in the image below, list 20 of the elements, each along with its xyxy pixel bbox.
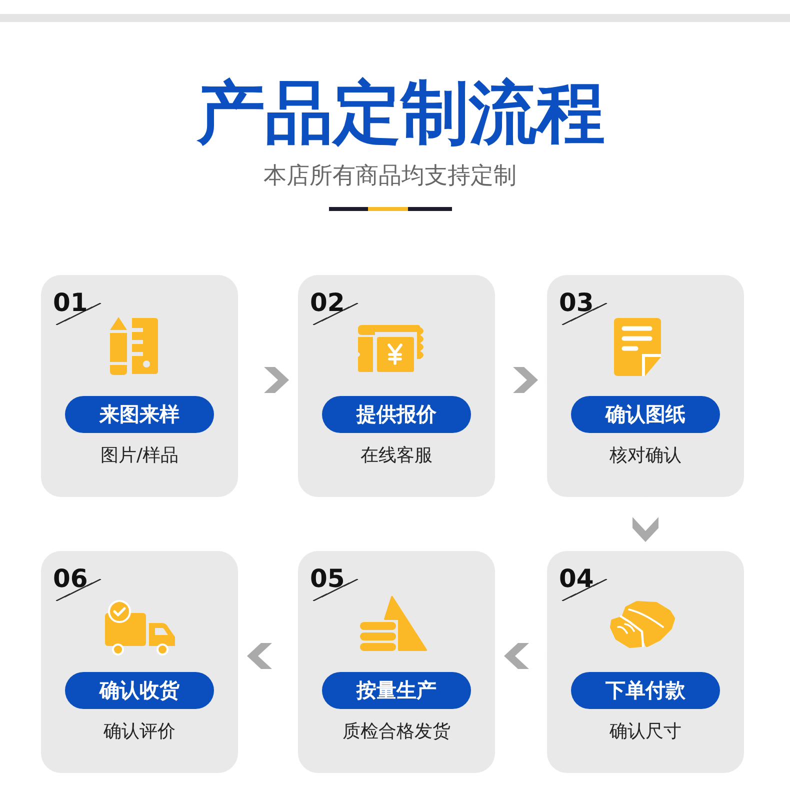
step-description: 确认尺寸 — [610, 721, 682, 743]
step-title-pill: 按量生产 — [322, 672, 471, 709]
step-card — [547, 275, 744, 497]
step-card — [298, 551, 495, 773]
step-description: 图片/样品 — [100, 445, 179, 467]
step-card — [547, 551, 744, 773]
page-title: 产品定制流程 — [197, 79, 605, 149]
step-description: 在线客服 — [360, 445, 432, 467]
step-title-pill: 确认图纸 — [571, 396, 720, 433]
step-title-pill: 确认收货 — [65, 672, 214, 709]
step-card — [41, 551, 238, 773]
subtitle: 本店所有商品均支持定制 — [264, 163, 516, 190]
step-card — [41, 275, 238, 497]
step-title-pill: 来图来样 — [65, 396, 214, 433]
step-card — [298, 275, 495, 497]
step-description: 确认评价 — [104, 721, 176, 743]
step-title-pill: 下单付款 — [571, 672, 720, 709]
step-description: 核对确认 — [610, 445, 682, 467]
step-description: 质检合格发货 — [342, 721, 450, 743]
step-title-pill: 提供报价 — [322, 396, 471, 433]
